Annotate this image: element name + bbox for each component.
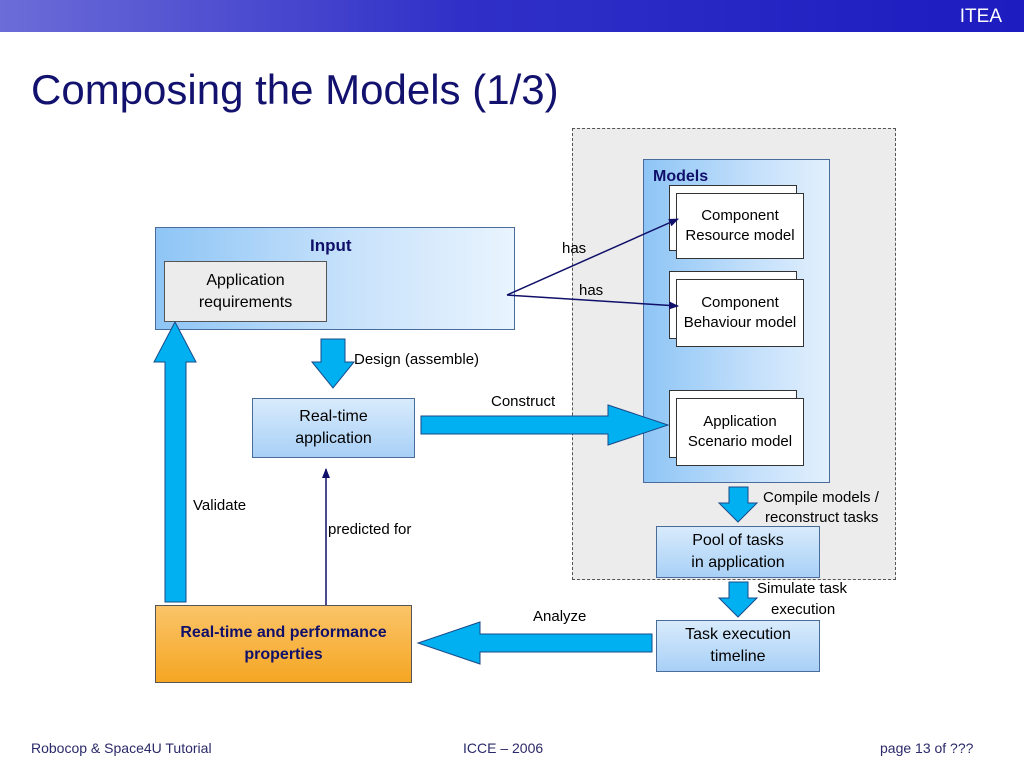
requirements-line2: requirements xyxy=(198,293,293,311)
footer-left: Robocop & Space4U Tutorial xyxy=(31,740,212,756)
realtime-app-line2: application xyxy=(295,430,372,447)
construct-label: Construct xyxy=(491,393,556,410)
footer-page-number: page 13 of ??? xyxy=(880,740,974,756)
resource-model-line1: Component xyxy=(701,207,779,224)
has-label-2: has xyxy=(579,282,604,299)
properties-box: Real-time and performance properties xyxy=(155,605,412,683)
realtime-application-box: Real-time application xyxy=(252,398,415,458)
properties-line2: properties xyxy=(244,646,323,663)
analyze-arrow xyxy=(416,621,653,665)
pool-line2: in application xyxy=(691,554,785,571)
timeline-line1: Task execution xyxy=(685,626,791,643)
behaviour-model-line2: Behaviour model xyxy=(683,314,797,331)
behaviour-model-card: Component Behaviour model xyxy=(676,279,804,347)
behaviour-model-line1: Component xyxy=(701,294,779,311)
has-resource-connector xyxy=(506,218,679,296)
construct-arrow xyxy=(420,404,670,446)
scenario-model-card: Application Scenario model xyxy=(676,398,804,466)
header-bar: ITEA xyxy=(0,0,1024,32)
resource-model-line2: Resource model xyxy=(685,227,795,244)
design-label: Design (assemble) xyxy=(354,351,480,368)
brand-label: ITEA xyxy=(959,6,1002,27)
timeline-line2: timeline xyxy=(710,648,766,665)
analyze-label: Analyze xyxy=(533,608,587,625)
compile-arrow xyxy=(717,486,759,523)
pool-line1: Pool of tasks xyxy=(692,532,784,549)
slide-title: Composing the Models (1/3) xyxy=(31,66,559,113)
task-timeline-box: Task execution timeline xyxy=(656,620,820,672)
has-behaviour-connector xyxy=(506,294,679,310)
resource-model-card: Component Resource model xyxy=(676,193,804,259)
scenario-model-line2: Scenario model xyxy=(687,433,793,450)
requirements-line1: Application xyxy=(206,271,285,289)
design-arrow xyxy=(310,338,356,389)
footer-center: ICCE – 2006 xyxy=(463,740,544,756)
pool-of-tasks-box: Pool of tasks in application xyxy=(656,526,820,578)
simulate-label-line1: Simulate task xyxy=(757,580,848,597)
models-title: Models xyxy=(653,168,709,185)
validate-label: Validate xyxy=(193,497,247,514)
realtime-app-line1: Real-time xyxy=(299,408,368,425)
predicted-for-label: predicted for xyxy=(328,521,412,538)
simulate-arrow xyxy=(717,581,759,618)
has-label-1: has xyxy=(562,240,587,257)
requirements-box: Application requirements xyxy=(164,261,327,322)
compile-label-line1: Compile models / xyxy=(763,489,879,506)
validate-arrow xyxy=(153,320,197,603)
input-title: Input xyxy=(310,236,352,255)
properties-line1: Real-time and performance xyxy=(180,624,387,641)
simulate-label-line2: execution xyxy=(771,601,836,618)
compile-label-line2: reconstruct tasks xyxy=(765,509,879,526)
scenario-model-line1: Application xyxy=(703,413,777,430)
